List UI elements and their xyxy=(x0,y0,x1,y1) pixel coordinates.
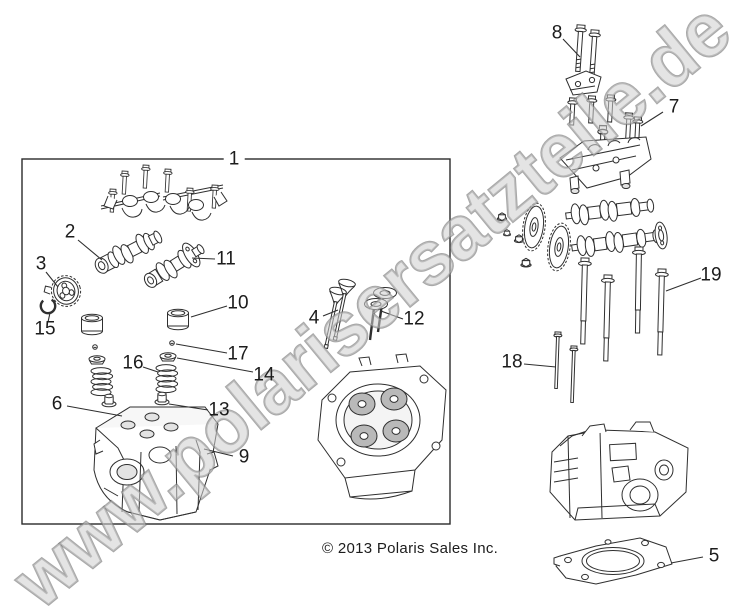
valve-seal-drawing-right xyxy=(154,391,170,406)
callout-13: 13 xyxy=(208,399,230,421)
valve-keeper-drawing-left xyxy=(92,344,98,350)
valve-seal-drawing-left xyxy=(101,393,117,408)
leader-lines xyxy=(45,38,704,564)
intake-valves-drawing xyxy=(317,277,357,351)
head-gasket-drawing xyxy=(553,537,673,585)
valve-spring-drawing-left xyxy=(90,367,114,397)
callout-6: 6 xyxy=(51,393,63,415)
callout-18: 18 xyxy=(501,351,523,373)
callout-10: 10 xyxy=(227,292,249,314)
camshaft-right-top-drawing xyxy=(564,193,656,228)
camshaft-right-bottom-drawing xyxy=(569,221,668,260)
snap-ring-drawing xyxy=(39,297,57,315)
bracket-drawing xyxy=(565,70,602,96)
callout-12: 12 xyxy=(403,308,425,330)
cylinder-head-side-view-drawing xyxy=(549,421,689,521)
cam-sprocket-drawing xyxy=(43,275,82,307)
callout-9: 9 xyxy=(238,446,250,468)
cam-carrier-drawing xyxy=(559,136,652,194)
tappet-drawing-left xyxy=(81,313,103,336)
camshaft-front-drawing xyxy=(94,230,163,274)
callout-17: 17 xyxy=(227,343,249,365)
valve-spring-drawing-right xyxy=(155,364,179,394)
valve-keeper-drawing-right xyxy=(169,340,175,346)
rocker-arm-assembly-drawing xyxy=(100,164,228,221)
callout-16: 16 xyxy=(122,352,144,374)
callout-11: 11 xyxy=(216,248,236,270)
head-bolts-drawing xyxy=(575,246,669,362)
callout-7: 7 xyxy=(668,96,680,118)
callout-4: 4 xyxy=(308,307,320,329)
cylinder-head-iso-drawing xyxy=(93,406,219,521)
callout-5: 5 xyxy=(708,545,720,567)
camshaft-rear-drawing xyxy=(143,242,205,288)
copyright-text: © 2013 Polaris Sales Inc. xyxy=(322,540,499,557)
callout-2: 2 xyxy=(64,221,76,243)
exhaust-valves-drawing xyxy=(364,287,397,341)
callout-19: 19 xyxy=(700,264,722,286)
callout-3: 3 xyxy=(35,253,47,275)
tappet-drawing-right xyxy=(167,308,189,331)
callout-1: 1 xyxy=(223,149,245,169)
callout-15: 15 xyxy=(34,318,56,340)
callout-8: 8 xyxy=(551,22,563,44)
cylinder-head-bottom-view-drawing xyxy=(317,353,447,500)
spring-retainer-drawing-left xyxy=(88,355,106,365)
spring-retainer-drawing-right xyxy=(159,352,177,362)
mounting-bolts-drawing xyxy=(571,24,602,78)
cam-sprockets-pair-drawing xyxy=(522,202,571,272)
callout-14: 14 xyxy=(253,364,275,386)
